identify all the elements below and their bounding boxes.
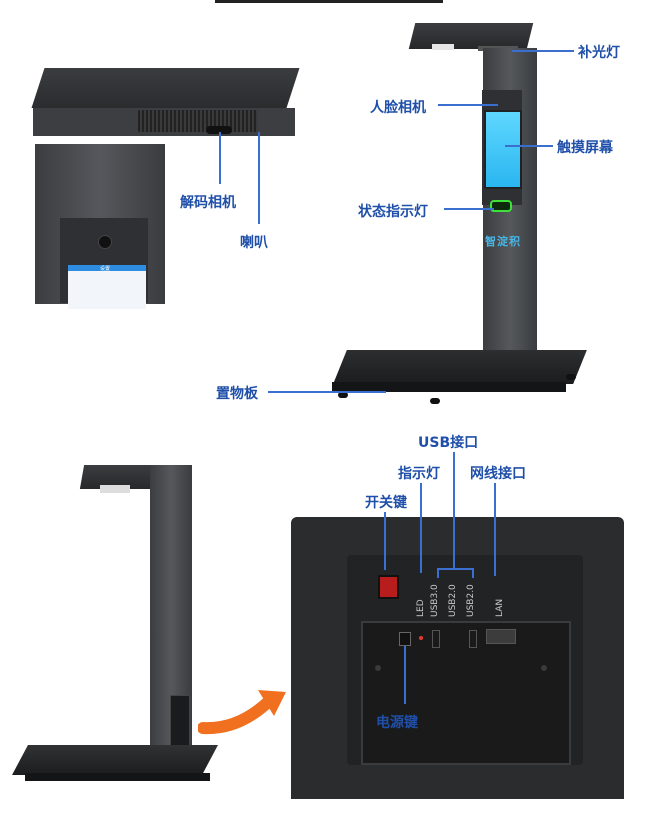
device-side-view bbox=[12, 455, 220, 795]
usb-port-bracket bbox=[437, 568, 473, 570]
power-button-label: 电源键 bbox=[376, 715, 418, 731]
lan-port-label: 网线接口 bbox=[470, 466, 526, 482]
lan-port bbox=[486, 629, 516, 644]
panel-text-usb30: USB3.0 bbox=[430, 584, 440, 617]
face-camera-label: 人脸相机 bbox=[370, 100, 426, 116]
lan-port-leader bbox=[494, 483, 496, 576]
brand-logo: 智淀积 bbox=[485, 235, 521, 248]
platform-leader bbox=[268, 391, 386, 393]
fill-light-strip bbox=[432, 44, 454, 50]
usb30-port bbox=[432, 630, 440, 648]
power-switch-leader bbox=[384, 512, 386, 570]
indicator-light-leader bbox=[420, 483, 422, 573]
usb-port-label: USB接口 bbox=[418, 435, 479, 451]
platform-label: 置物板 bbox=[216, 386, 258, 402]
top-divider bbox=[215, 0, 443, 3]
device-front-view: 智淀积 bbox=[330, 20, 587, 415]
panel-text-usb20-b: USB2.0 bbox=[466, 584, 476, 617]
touch-screen-leader bbox=[505, 145, 553, 147]
decode-camera-leader bbox=[219, 132, 221, 184]
camera-head-closeup: 设置 bbox=[30, 60, 300, 309]
power-button-leader bbox=[404, 646, 406, 704]
arrow-icon bbox=[198, 690, 286, 735]
panel-text-usb20-a: USB2.0 bbox=[448, 584, 458, 617]
front-camera bbox=[98, 235, 112, 249]
status-light-leader bbox=[444, 208, 494, 210]
speaker-grille bbox=[138, 110, 258, 132]
power-button bbox=[399, 632, 411, 646]
closeup-screen: 设置 bbox=[68, 265, 146, 309]
decode-camera-label: 解码相机 bbox=[180, 195, 236, 211]
usb20-port-a bbox=[469, 630, 477, 648]
panel-text-lan: LAN bbox=[495, 598, 505, 617]
usb-bracket-left bbox=[437, 568, 439, 578]
touch-screen bbox=[484, 110, 522, 189]
indicator-light-label: 指示灯 bbox=[398, 466, 440, 482]
usb-bracket-right bbox=[472, 568, 474, 578]
port-panel-closeup: LED USB3.0 USB2.0 USB2.0 LAN bbox=[291, 517, 624, 799]
panel-text-led: LED bbox=[416, 599, 426, 617]
fill-light-label: 补光灯 bbox=[578, 45, 620, 61]
status-light-label: 状态指示灯 bbox=[358, 204, 428, 220]
usb-port-leader bbox=[453, 452, 455, 568]
power-switch bbox=[378, 575, 399, 599]
speaker-leader bbox=[258, 132, 260, 224]
power-switch-label: 开关键 bbox=[365, 495, 407, 511]
status-indicator-light bbox=[490, 200, 512, 212]
closeup-screen-title: 设置 bbox=[100, 266, 111, 272]
led-indicator bbox=[419, 636, 423, 640]
decode-camera-lens bbox=[206, 126, 232, 134]
speaker-label: 喇叭 bbox=[240, 235, 268, 251]
face-camera-leader bbox=[438, 104, 498, 106]
touch-screen-label: 触摸屏幕 bbox=[557, 140, 613, 156]
fill-light-leader bbox=[512, 50, 574, 52]
